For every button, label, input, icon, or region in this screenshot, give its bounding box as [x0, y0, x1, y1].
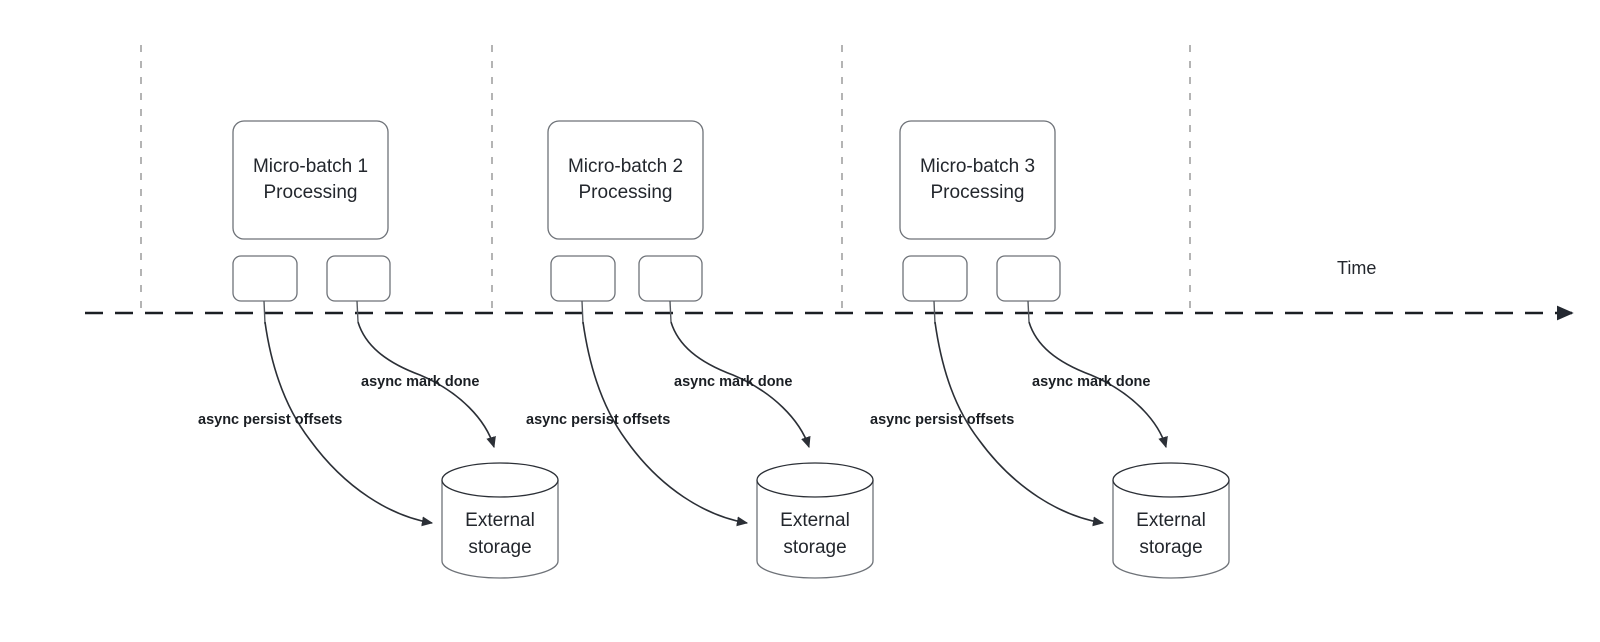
group-1-persist-offsets-task-box[interactable] [232, 255, 298, 302]
group-3: Micro-batch 3 Processing async mark done… [870, 120, 1230, 579]
group-2-mark-done-stem [669, 300, 672, 323]
timeline-tick-lines [140, 45, 1191, 313]
group-1-storage-cylinder-body [441, 480, 559, 579]
group-1-storage-label-line2: storage [468, 537, 531, 558]
group-3-async-mark-done-arrow [1028, 321, 1168, 449]
micro-batch-2-label-line1: Micro-batch 2 [568, 156, 683, 177]
group-1-async-persist-offsets-label: async persist offsets [198, 412, 342, 428]
group-2-persist-offsets-task-box[interactable] [550, 255, 616, 302]
group-3-persist-offsets-stem [933, 300, 936, 325]
group-1-mark-done-task-box[interactable] [326, 255, 391, 302]
group-1-external-storage[interactable]: External storage [441, 462, 559, 579]
group-2-storage-cylinder-body [756, 480, 874, 579]
group-2-async-mark-done-arrow [670, 321, 811, 449]
group-3-storage-cylinder-top [1112, 462, 1230, 498]
group-3-persist-offsets-task-box[interactable] [902, 255, 968, 302]
group-3-mark-done-stem [1027, 300, 1030, 323]
group-1-mark-done-stem [356, 300, 359, 323]
group-3-async-mark-done-label: async mark done [1032, 374, 1150, 390]
group-2-storage-label-line1: External [780, 510, 850, 531]
group-1-storage-label-line1: External [465, 510, 535, 531]
micro-batch-3-label-line2: Processing [931, 182, 1025, 203]
group-3-storage-cylinder-body [1112, 480, 1230, 579]
group-3-external-storage[interactable]: External storage [1112, 462, 1230, 579]
group-1-async-mark-done-arrow [357, 321, 496, 449]
group-1: Micro-batch 1 Processing async mark done… [198, 120, 559, 579]
micro-batch-2-box[interactable] [547, 120, 704, 240]
group-3-storage-label-line1: External [1136, 510, 1206, 531]
micro-batch-3-label-line1: Micro-batch 3 [920, 156, 1035, 177]
micro-batch-2-label-line2: Processing [579, 182, 673, 203]
group-3-mark-done-task-box[interactable] [996, 255, 1061, 302]
group-3-async-persist-offsets-arrow [934, 321, 1105, 527]
micro-batch-1-box[interactable] [232, 120, 389, 240]
group-2-async-persist-offsets-label: async persist offsets [526, 412, 670, 428]
micro-batch-1-label-line1: Micro-batch 1 [253, 156, 368, 177]
group-2-async-mark-done-label: async mark done [674, 374, 792, 390]
group-2-async-persist-offsets-arrow [582, 321, 749, 527]
group-2: Micro-batch 2 Processing async mark done… [526, 120, 874, 579]
time-axis-label: Time [1337, 258, 1376, 278]
group-1-storage-cylinder-top [441, 462, 559, 498]
group-1-async-persist-offsets-arrow [264, 321, 434, 527]
group-1-async-mark-done-label: async mark done [361, 374, 479, 390]
group-1-persist-offsets-stem [263, 300, 266, 325]
group-2-storage-label-line2: storage [783, 537, 846, 558]
group-3-async-persist-offsets-label: async persist offsets [870, 412, 1014, 428]
group-3-storage-label-line2: storage [1139, 537, 1202, 558]
micro-batch-1-label-line2: Processing [264, 182, 358, 203]
group-2-persist-offsets-stem [581, 300, 584, 325]
micro-batch-3-box[interactable] [899, 120, 1056, 240]
group-2-storage-cylinder-top [756, 462, 874, 498]
group-2-external-storage[interactable]: External storage [756, 462, 874, 579]
group-2-mark-done-task-box[interactable] [638, 255, 703, 302]
